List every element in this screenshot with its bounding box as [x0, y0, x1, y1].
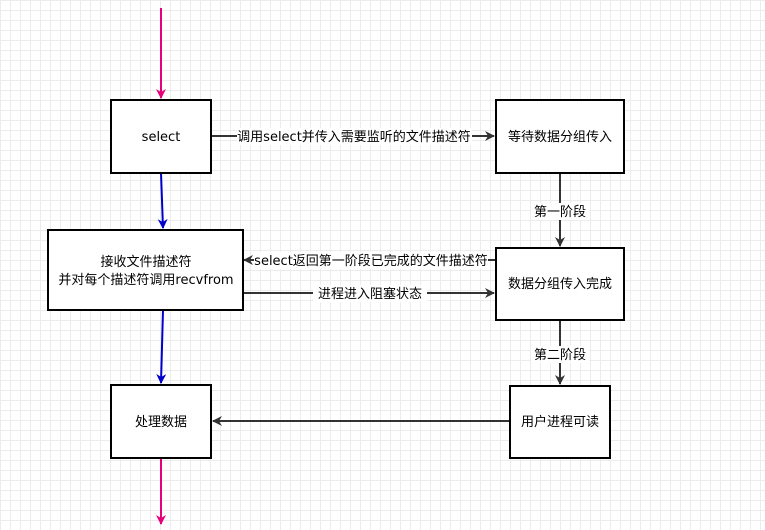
receive-node-label-line1: 接收文件描述符: [100, 254, 191, 270]
call-select-label-group: 调用select并传入需要监听的文件描述符: [237, 128, 472, 145]
select-node: select: [110, 99, 212, 174]
select-to-receive-arrow: [157, 172, 168, 229]
receive-node: 接收文件描述符 并对每个描述符调用recvfrom: [47, 229, 244, 311]
stage-one-label: 第一阶段: [534, 205, 586, 220]
user-readable-node-label: 用户进程可读: [521, 414, 599, 430]
stage-two-label: 第二阶段: [534, 348, 586, 363]
select-return-label-group: select返回第一阶段已完成的文件描述符: [254, 252, 488, 269]
process-blocked-label-group: 进程进入阻塞状态: [313, 285, 427, 302]
packet-done-node-label: 数据分组传入完成: [508, 277, 612, 292]
select-node-label: select: [142, 130, 181, 145]
user-readable-node: 用户进程可读: [509, 385, 611, 459]
receive-to-process-arrow: [156, 309, 167, 384]
packet-done-node: 数据分组传入完成: [495, 247, 625, 321]
receive-node-label-line2: 并对每个描述符调用recvfrom: [58, 272, 233, 288]
process-blocked-label: 进程进入阻塞状态: [318, 286, 422, 302]
stage-one-label-group: 第一阶段: [531, 203, 589, 220]
process-data-node-label: 处理数据: [135, 415, 187, 430]
stage-two-label-group: 第二阶段: [531, 346, 589, 363]
wait-packet-node-label: 等待数据分组传入: [508, 129, 612, 145]
wait-packet-node: 等待数据分组传入: [495, 99, 625, 174]
process-data-node: 处理数据: [110, 384, 212, 459]
select-return-label: select返回第一阶段已完成的文件描述符: [254, 253, 488, 269]
call-select-label: 调用select并传入需要监听的文件描述符: [237, 129, 471, 145]
